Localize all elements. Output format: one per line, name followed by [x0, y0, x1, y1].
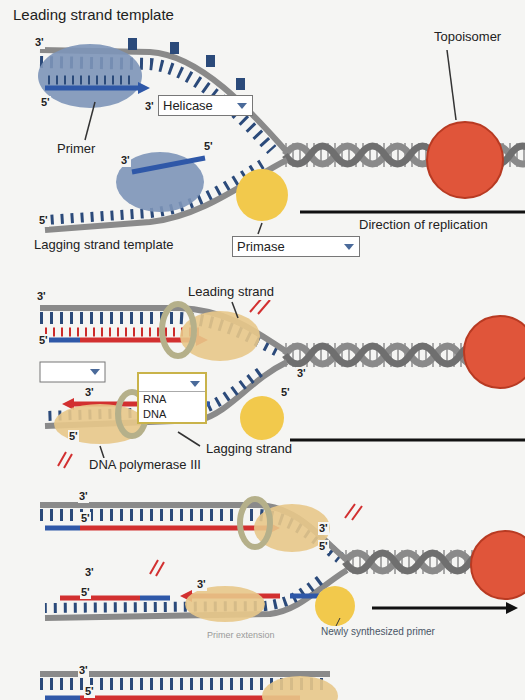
strand-end-label: 3': [196, 578, 207, 591]
part-label: Leading strand: [187, 285, 275, 300]
panel-one-part: [170, 42, 179, 54]
panel-two-part: [232, 302, 238, 318]
panel-three-part: [345, 504, 362, 520]
strand-end-label: 5': [80, 586, 91, 599]
panel-two-part: [40, 362, 105, 382]
part-label: Primer: [56, 142, 96, 157]
part-label: Primer extension: [206, 630, 276, 640]
strand-end-label: 5': [40, 96, 51, 109]
panel-one-part: [138, 82, 150, 94]
strand-end-label: 5': [38, 334, 49, 347]
panel-two-part: [464, 316, 525, 388]
strand-end-label: 5': [203, 140, 214, 153]
strand-end-label: 5': [68, 430, 79, 443]
dropdown-text: Helicase: [159, 96, 252, 115]
strand-end-label: 5': [84, 685, 95, 698]
strand-end-label: 3': [84, 566, 95, 579]
option-text: RNA: [139, 392, 205, 407]
panel-one-part: [132, 158, 205, 172]
panel-one-part: [236, 78, 245, 90]
part-label: Lagging strand: [205, 442, 293, 457]
panel-two-part: [162, 304, 194, 356]
panel-four-part: [45, 696, 80, 700]
panel-two-part: [58, 452, 72, 468]
strand-end-label: 3': [144, 100, 155, 113]
panel-one-part: [447, 50, 456, 120]
panel-three-part: [240, 499, 270, 547]
dropdown-arrow: [344, 244, 354, 250]
strand-end-label: 3': [36, 290, 47, 303]
list-header: [139, 374, 205, 392]
panel-three-part: [336, 618, 340, 626]
panel-one-part: [85, 102, 95, 140]
panel-two-part: [90, 369, 100, 375]
panel-four-part: [262, 676, 338, 700]
panel-three-part: [290, 594, 320, 599]
panel-two-part: [178, 432, 200, 446]
strand-end-label: 5': [38, 214, 49, 227]
panel-three: [40, 499, 525, 626]
strand-end-label: 3': [78, 490, 89, 503]
panel-three-part: [506, 602, 518, 614]
panel-two-part: [250, 298, 270, 314]
panel-one-part: [258, 223, 262, 234]
strand-end-label: 3': [296, 367, 307, 380]
panel-one-part: [427, 122, 503, 198]
strand-end-label: 3': [84, 386, 95, 399]
strand-end-label: 3': [120, 154, 131, 167]
dropdown-arrow: [237, 103, 247, 109]
panel-three-part: [40, 505, 347, 560]
dropdown-box: Helicase: [158, 95, 253, 116]
panel-three-part: [471, 531, 525, 599]
strand-end-label: 3': [78, 664, 89, 677]
strand-end-label: 5': [280, 386, 291, 399]
panel-three-part: [315, 586, 355, 626]
part-label: Leading strand template: [12, 6, 175, 23]
panel-two-part: [100, 446, 104, 458]
dropdown-arrow: [190, 381, 200, 387]
panel-one-part: [300, 211, 525, 214]
dropdown-box: Primase: [232, 236, 360, 257]
panel-one-part: [236, 169, 288, 221]
panel-three-part: [60, 596, 140, 601]
part-label: Newly synthesized primer: [320, 626, 436, 638]
part-label: Topoisomer: [433, 30, 502, 45]
panel-three-part: [150, 560, 164, 576]
strand-end-label: 3': [318, 522, 329, 535]
panel-three-part: [185, 586, 265, 622]
panel-two-part: [45, 338, 80, 343]
panel-one-part: [45, 86, 138, 91]
part-label: Lagging strand template: [33, 238, 174, 253]
panel-two-part: [290, 439, 525, 442]
panel-three-part: [45, 526, 80, 531]
panel-three-part: [45, 580, 320, 608]
panel-three-part: [140, 596, 170, 601]
strand-end-label: 5': [318, 540, 329, 553]
panel-one: [38, 38, 525, 234]
panel-two-part: [80, 338, 196, 343]
panel-three-part: [372, 607, 508, 610]
panel-two-part: [45, 328, 200, 337]
panel-two: [40, 298, 525, 468]
part-label: DNA polymerase III: [88, 458, 202, 473]
panel-one-part: [128, 38, 137, 50]
option-list-box: RNADNA: [137, 372, 207, 424]
panel-four: [40, 674, 338, 700]
panel-one-part: [38, 44, 142, 108]
dropdown-text: Primase: [233, 237, 359, 256]
panel-one-part: [116, 152, 204, 212]
panel-one-part: [48, 76, 135, 85]
part-label: Direction of replication: [358, 218, 489, 233]
strand-end-label: 3': [34, 36, 45, 49]
panel-one-part: [206, 55, 215, 67]
strand-end-label: 5': [80, 512, 91, 525]
option-text: DNA: [139, 407, 205, 422]
panel-two-part: [240, 396, 284, 440]
